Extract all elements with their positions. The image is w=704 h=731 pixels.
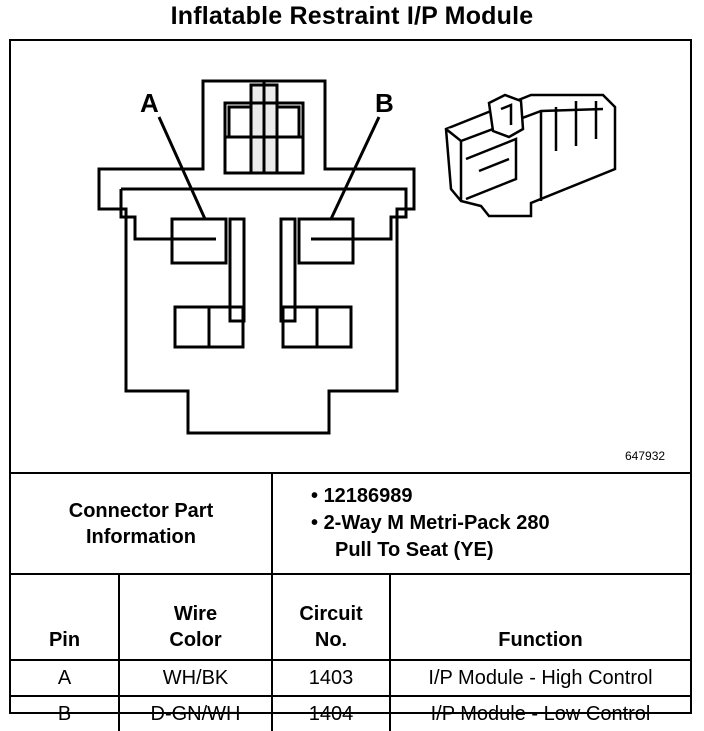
row-pin: A — [11, 659, 120, 697]
connector-diagram: A B 647932 — [11, 41, 690, 472]
connector-info-label: Connector Part Information — [11, 472, 273, 575]
figure-code: 647932 — [625, 449, 666, 463]
table-row: A WH/BK 1403 I/P Module - High Control — [11, 659, 691, 697]
row-circuit: 1403 — [271, 659, 391, 697]
row-circuit: 1404 — [271, 695, 391, 731]
connector-table: Connector Part Information • 12186989 • … — [11, 472, 691, 731]
row-wire-color: WH/BK — [118, 659, 273, 697]
table-row: B D-GN/WH 1404 I/P Module - Low Control — [11, 695, 691, 731]
pin-label-b: B — [375, 88, 394, 118]
connector-info-label-line2: Information — [86, 525, 196, 548]
page-title: Inflatable Restraint I/P Module — [170, 2, 534, 30]
pin-label-a: A — [140, 88, 159, 118]
connector-seat: Pull To Seat (YE) — [335, 539, 494, 561]
row-function: I/P Module - Low Control — [388, 695, 691, 731]
row-pin: B — [11, 695, 120, 731]
connector-type: 2-Way M Metri-Pack 280 — [323, 512, 550, 534]
part-number: 12186989 — [323, 485, 413, 507]
header-function: Function — [388, 573, 691, 661]
connector-sketch — [444, 93, 617, 218]
row-wire-color: D-GN/WH — [118, 695, 273, 731]
connector-info-row: Connector Part Information • 12186989 • … — [11, 472, 691, 575]
connector-face-drawing — [97, 79, 617, 435]
header-pin: Pin — [11, 573, 120, 661]
connector-info-bullets: • 12186989 • 2-Way M Metri-Pack 280 Pull… — [270, 472, 691, 575]
row-function: I/P Module - High Control — [388, 659, 691, 697]
connector-info-label-line1: Connector Part — [68, 499, 214, 522]
connector-sheet: A B 647932 Connector Part Information • … — [9, 39, 692, 731]
